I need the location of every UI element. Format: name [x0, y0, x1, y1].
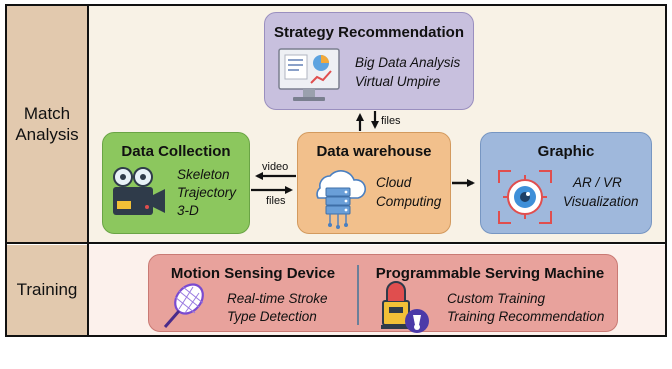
monitor-chart-icon	[278, 48, 340, 101]
training-label: Training	[16, 280, 78, 300]
collection-title: Data Collection	[121, 143, 231, 160]
video-camera-icon	[113, 167, 165, 215]
data-warehouse-box: Data warehouse Cloud Computing	[297, 132, 451, 234]
serving-machine-icon	[381, 281, 429, 333]
column-divider	[87, 6, 89, 335]
cloud-server-icon	[316, 170, 367, 229]
match-analysis-label: Match Analysis	[15, 103, 79, 144]
serve-line-2: Training Recommendation	[447, 309, 605, 324]
strategy-recommendation-box: Strategy Recommendation Big Data Analysi…	[264, 12, 474, 110]
training-divider	[357, 265, 359, 325]
collection-line-3: 3-D	[177, 203, 199, 218]
warehouse-title: Data warehouse	[316, 143, 432, 160]
collection-line-2: Trajectory	[177, 185, 237, 200]
data-collection-box: Data Collection Skeleton Trajectory 3-D	[102, 132, 250, 234]
warehouse-line-1: Cloud	[376, 175, 412, 190]
row-divider	[7, 242, 665, 244]
diagram-frame	[5, 4, 667, 337]
collection-line-1: Skeleton	[177, 167, 230, 182]
graphic-line-1: AR / VR	[573, 175, 622, 190]
files-label-top: files	[381, 115, 401, 127]
motion-title: Motion Sensing Device	[170, 265, 336, 282]
video-label: video	[262, 161, 289, 173]
graphic-line-2: Visualization	[563, 194, 639, 209]
graphic-box: Graphic AR / VR Visualization	[480, 132, 652, 234]
graphic-title: Graphic	[537, 143, 595, 160]
strategy-line-1: Big Data Analysis	[355, 55, 461, 70]
strategy-line-2: Virtual Umpire	[355, 74, 441, 89]
training-box: Motion Sensing Device Real-time Stroke T…	[148, 254, 618, 333]
row-label-match-analysis: Match Analysis	[7, 6, 87, 242]
motion-line-1: Real-time Stroke	[227, 291, 328, 306]
files-label-left: files	[266, 195, 286, 207]
warehouse-line-2: Computing	[376, 194, 442, 209]
badminton-racket-icon	[163, 283, 204, 328]
eye-target-icon	[498, 170, 552, 224]
serve-title: Programmable Serving Machine	[375, 265, 605, 282]
row-label-training: Training	[7, 245, 87, 335]
serve-line-1: Custom Training	[447, 291, 546, 306]
motion-line-2: Type Detection	[227, 309, 317, 324]
strategy-title: Strategy Recommendation	[273, 24, 465, 41]
